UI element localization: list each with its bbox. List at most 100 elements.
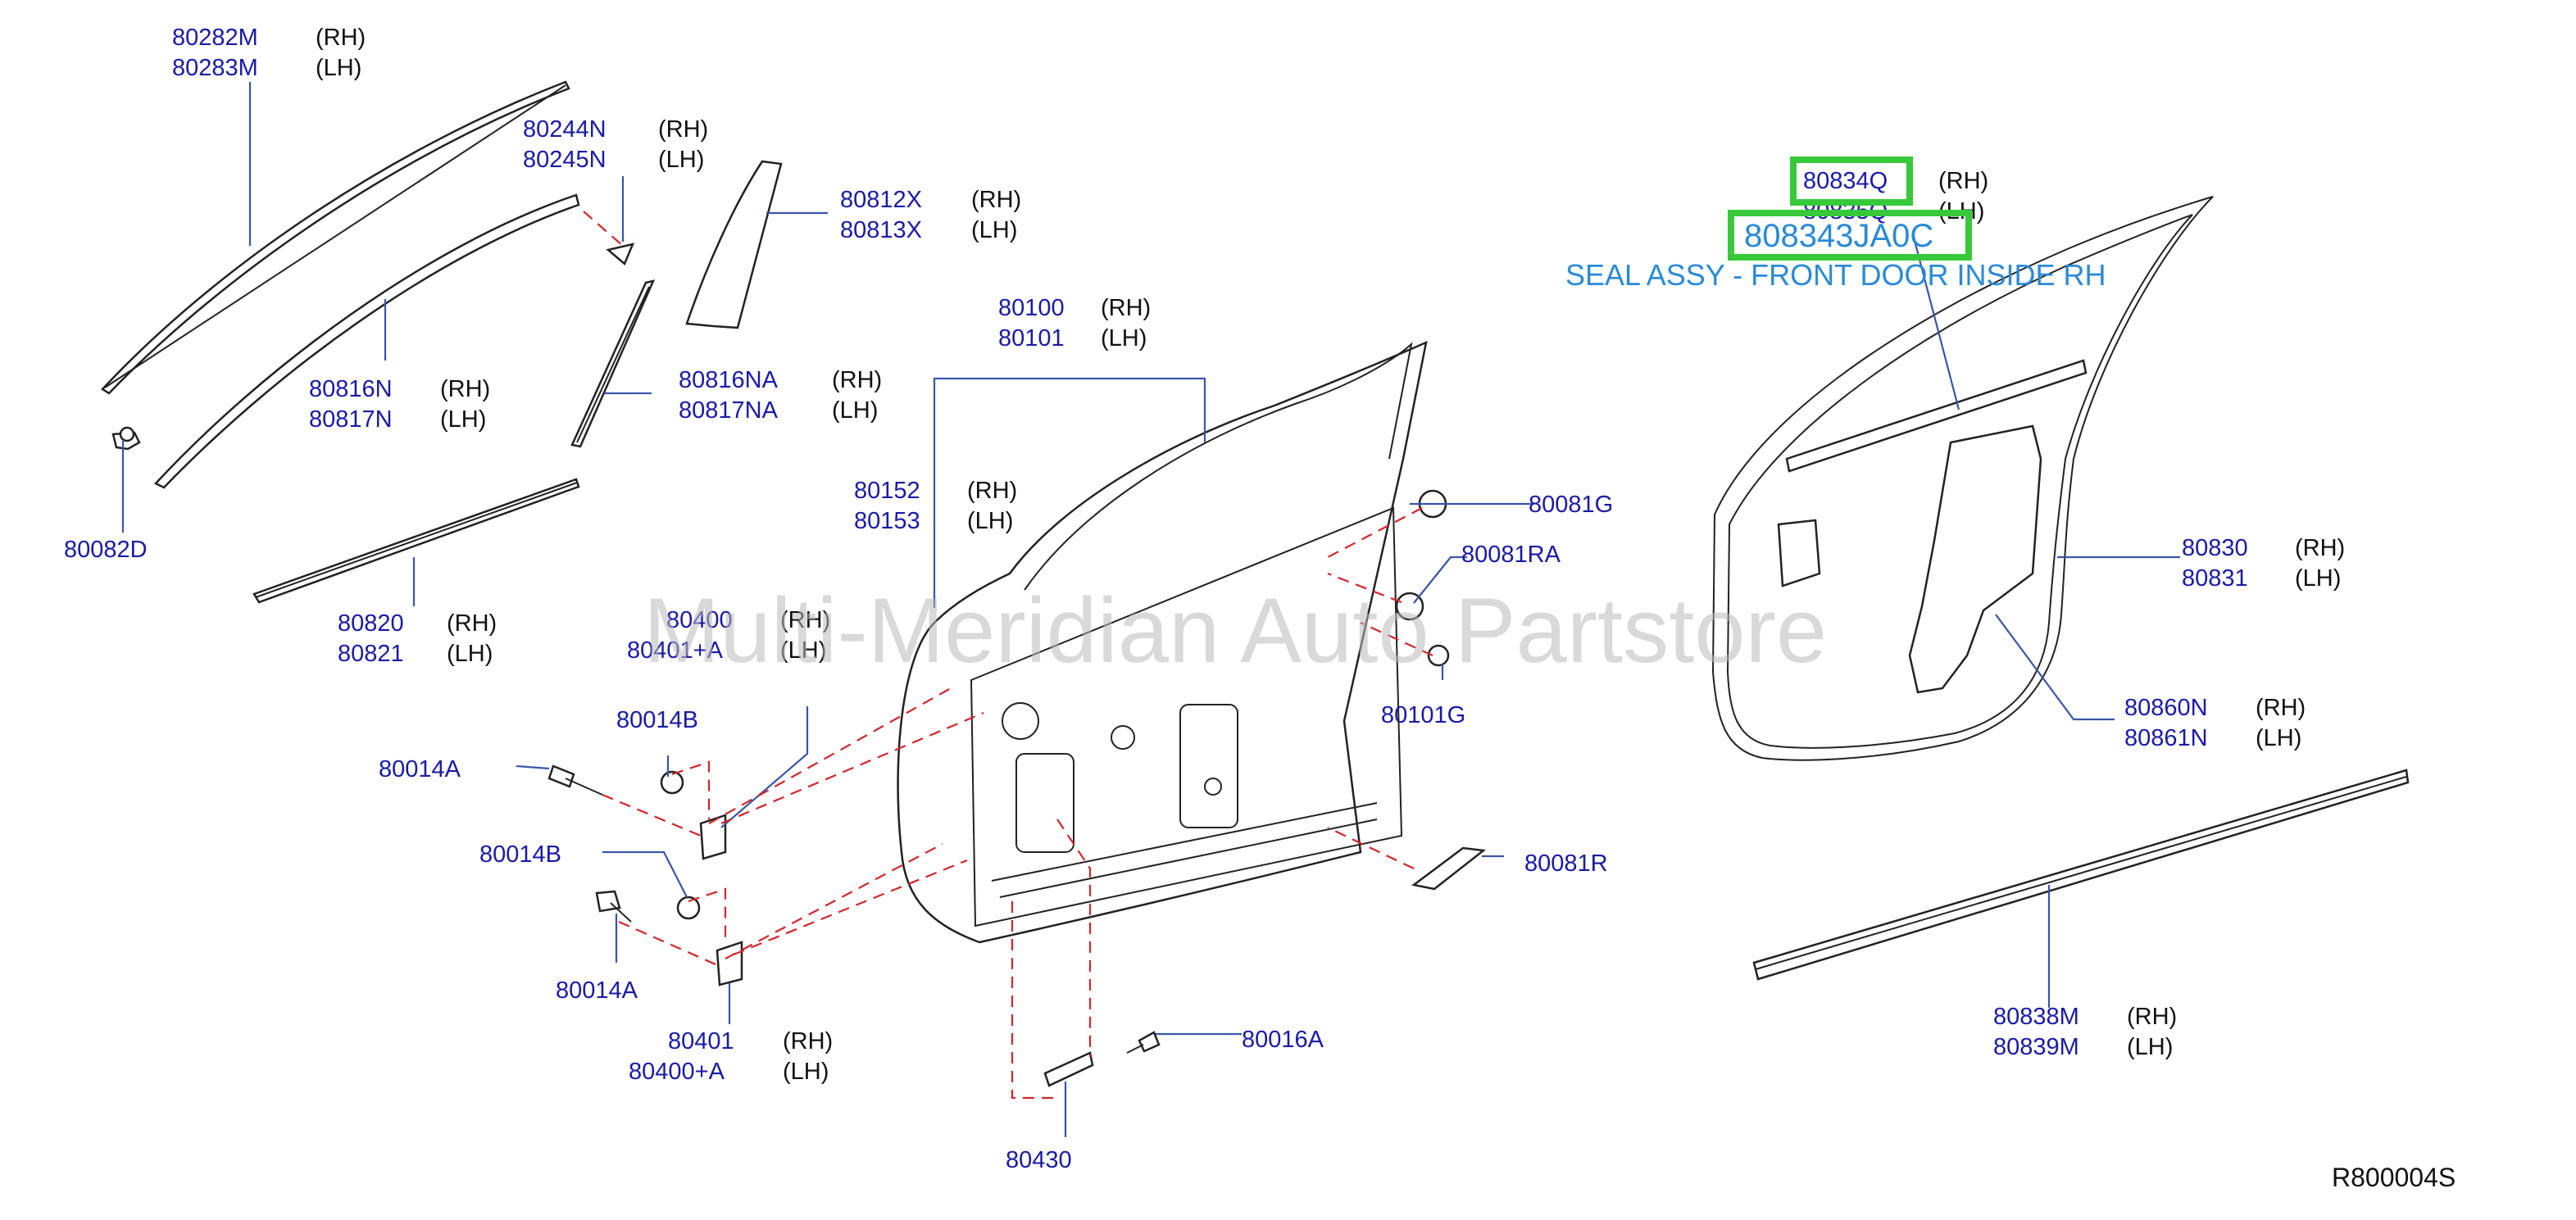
sealing-screen-80860n[interactable] (1777, 424, 2042, 694)
svg-text:(RH): (RH) (967, 478, 1017, 504)
part-label-80831[interactable]: 80831 (LH) (2182, 565, 2341, 592)
svg-text:(LH): (LH) (440, 406, 486, 433)
roof-molding[interactable] (153, 193, 580, 489)
part-label-80101g[interactable]: 80101G (1381, 702, 1465, 728)
sash-tape-80816na[interactable] (570, 279, 656, 448)
part-label-80245n[interactable]: 80245N (LH) (523, 147, 704, 173)
part-label-80830[interactable]: 80830 (RH) (2182, 535, 2345, 561)
svg-text:80830: 80830 (2182, 535, 2248, 561)
part-label-80282m[interactable]: 80282M (RH) (172, 25, 366, 51)
svg-text:(LH): (LH) (832, 397, 878, 424)
part-label-80014b-lower[interactable]: 80014B (479, 841, 561, 868)
svg-text:80817N: 80817N (309, 406, 393, 433)
svg-text:(RH): (RH) (783, 1028, 833, 1054)
part-label-80244n[interactable]: 80244N (RH) (523, 116, 708, 143)
svg-text:80081R: 80081R (1524, 850, 1608, 877)
part-label-80153[interactable]: 80153 (LH) (854, 508, 1013, 534)
svg-text:80401: 80401 (668, 1028, 734, 1054)
clip-80244n[interactable] (606, 243, 635, 266)
svg-text:80817NA: 80817NA (679, 397, 779, 424)
part-label-80014a-lower[interactable]: 80014A (556, 977, 638, 1004)
part-label-80820[interactable]: 80820 (RH) (338, 610, 497, 637)
part-label-80813x[interactable]: 80813X (LH) (840, 217, 1017, 243)
svg-text:80081G: 80081G (1529, 492, 1613, 518)
part-label-80082d[interactable]: 80082D (64, 537, 148, 563)
door-check-80430[interactable] (1043, 1051, 1094, 1087)
svg-text:80839M: 80839M (1993, 1034, 2079, 1060)
part-label-80821[interactable]: 80821 (LH) (338, 641, 493, 667)
plug-80101g[interactable] (1427, 644, 1450, 667)
part-label-80816na[interactable]: 80816NA (RH) (679, 367, 882, 393)
drip-molding[interactable] (101, 80, 570, 395)
svg-text:80821: 80821 (338, 641, 404, 667)
clip-80082d[interactable] (111, 426, 141, 451)
part-label-80152[interactable]: 80152 (RH) (854, 478, 1017, 504)
bolt-80016a[interactable] (1126, 1031, 1161, 1054)
door-weatherstrip[interactable] (1711, 196, 2214, 761)
part-label-80081g[interactable]: 80081G (1529, 492, 1613, 518)
part-label-80834q[interactable]: 80834Q (RH) (1803, 168, 1988, 194)
svg-text:(RH): (RH) (440, 376, 490, 402)
part-label-80016a[interactable]: 80016A (1242, 1027, 1324, 1053)
svg-text:(LH): (LH) (2256, 725, 2301, 751)
part-label-80838m[interactable]: 80838M (RH) (1993, 1004, 2177, 1030)
part-label-80283m[interactable]: 80283M (LH) (172, 55, 361, 81)
nut-80014b-lower[interactable] (676, 896, 701, 920)
front-door-panel[interactable] (897, 340, 1428, 944)
part-label-80861n[interactable]: 80861N (LH) (2124, 725, 2301, 751)
svg-text:80401+A: 80401+A (627, 637, 724, 664)
part-label-80100[interactable]: 80100 (RH) (998, 295, 1151, 321)
svg-text:80244N: 80244N (523, 116, 607, 143)
svg-text:(RH): (RH) (2295, 535, 2345, 561)
part-label-80101[interactable]: 80101 (LH) (998, 325, 1147, 351)
part-label-80014a-upper[interactable]: 80014A (379, 756, 461, 782)
svg-text:80016A: 80016A (1242, 1027, 1324, 1053)
svg-text:80813X: 80813X (840, 217, 922, 243)
part-label-80812x[interactable]: 80812X (RH) (840, 187, 1021, 213)
svg-text:(LH): (LH) (967, 508, 1013, 534)
part-label-80839m[interactable]: 80839M (LH) (1993, 1034, 2173, 1060)
svg-text:80014B: 80014B (616, 707, 698, 733)
part-label-80401[interactable]: 80401 (RH) (668, 1028, 833, 1054)
bolt-80014a-lower[interactable] (595, 890, 632, 923)
svg-text:(LH): (LH) (658, 147, 704, 173)
sash-cover-80812x[interactable] (685, 160, 783, 329)
highlighted-part-description: SEAL ASSY - FRONT DOOR INSIDE RH (1565, 258, 2106, 292)
svg-text:(LH): (LH) (971, 217, 1017, 243)
svg-text:(RH): (RH) (1101, 295, 1151, 321)
svg-text:(LH): (LH) (2295, 565, 2341, 592)
part-label-80081r[interactable]: 80081R (1524, 850, 1608, 877)
part-label-80401a[interactable]: 80401+A (LH) (627, 637, 826, 664)
svg-text:80834Q: 80834Q (1803, 168, 1888, 194)
lower-hinge[interactable] (716, 941, 743, 986)
svg-text:(RH): (RH) (780, 607, 830, 633)
part-label-80860n[interactable]: 80860N (RH) (2124, 695, 2306, 721)
bolt-80014a-upper[interactable] (547, 764, 603, 796)
part-label-80817n[interactable]: 80817N (LH) (309, 406, 486, 433)
svg-text:80101G: 80101G (1381, 702, 1465, 728)
part-label-80817na[interactable]: 80817NA (LH) (679, 397, 878, 424)
svg-text:80100: 80100 (998, 295, 1065, 321)
inside-seal-80834q[interactable] (1785, 359, 2088, 473)
part-label-80400[interactable]: 80400 (RH) (666, 607, 830, 633)
svg-text:80152: 80152 (854, 478, 920, 504)
sealing-screen-80081r[interactable] (1411, 846, 1487, 891)
nut-80014b-upper[interactable] (660, 770, 684, 795)
part-label-80014b-upper[interactable]: 80014B (616, 707, 698, 733)
svg-text:80860N: 80860N (2124, 695, 2208, 721)
leader-lines (121, 82, 2180, 1137)
svg-text:80014A: 80014A (379, 756, 461, 782)
svg-text:(LH): (LH) (1101, 325, 1147, 351)
outside-molding-80820[interactable] (252, 478, 580, 604)
highlighted-part-number[interactable]: 808343JA0C (1744, 218, 1933, 254)
part-label-80816n[interactable]: 80816N (RH) (309, 376, 490, 402)
svg-text:80812X: 80812X (840, 187, 922, 213)
svg-text:(LH): (LH) (783, 1059, 829, 1085)
part-label-80081ra[interactable]: 80081RA (1461, 542, 1561, 568)
part-label-80400a[interactable]: 80400+A (LH) (629, 1059, 829, 1085)
part-label-80430[interactable]: 80430 (1006, 1147, 1072, 1173)
svg-text:80430: 80430 (1006, 1147, 1072, 1173)
outside-weatherstrip-80838m[interactable] (1752, 769, 2410, 981)
